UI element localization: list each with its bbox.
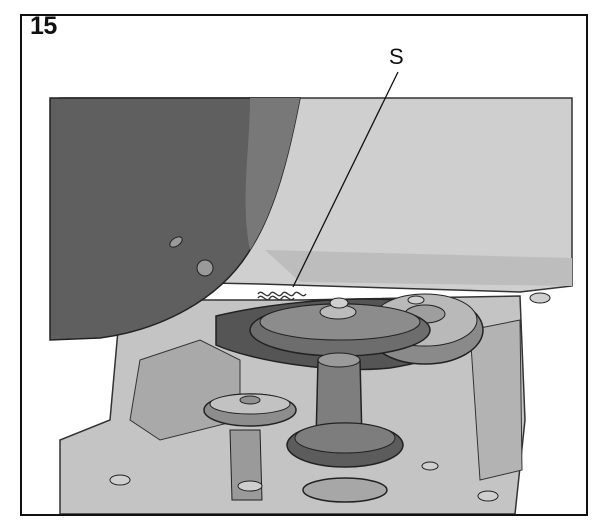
figure-number: 15 <box>30 12 57 40</box>
callout-label-s: S <box>389 44 404 69</box>
callout-leader-s <box>292 71 399 288</box>
spring-s <box>257 291 307 301</box>
